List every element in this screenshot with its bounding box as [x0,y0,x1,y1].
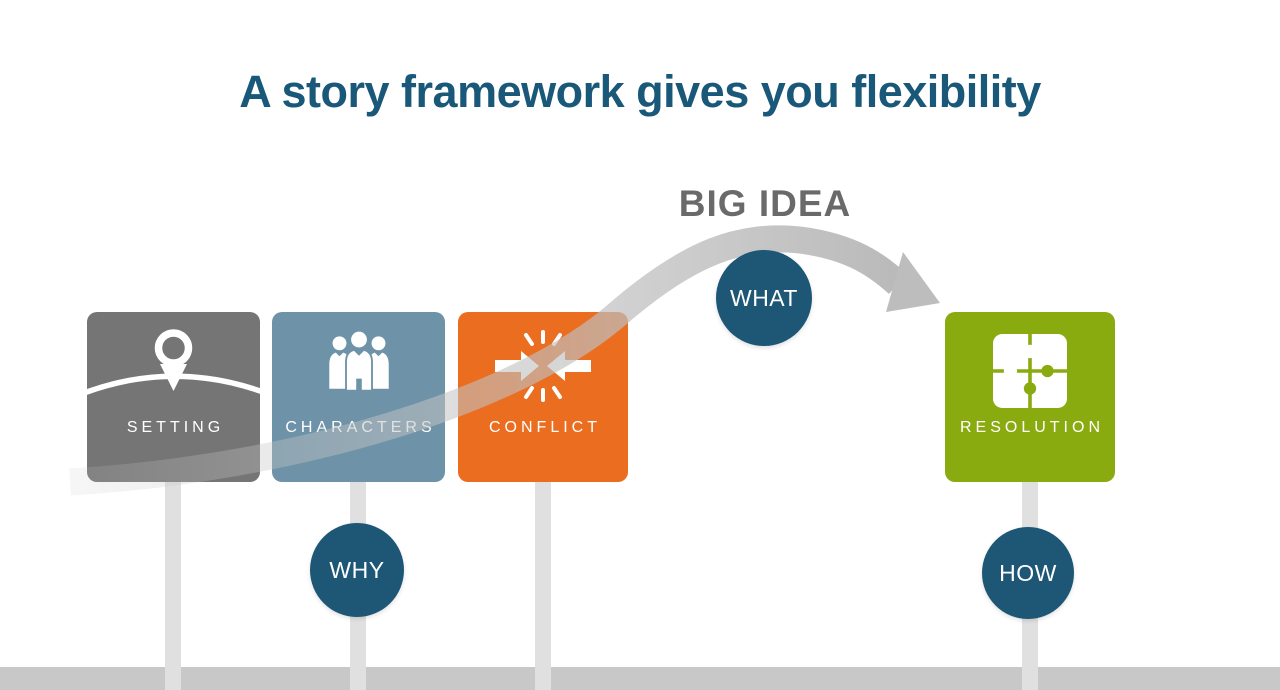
bubble-how: HOW [982,527,1074,619]
puzzle-icon [993,334,1067,408]
signpost-conflict [535,479,551,690]
box-label-setting: SETTING [126,419,225,436]
big-idea-label: BIG IDEA [678,183,852,224]
bubble-what-label: WHAT [729,284,798,311]
bubble-what: WHAT [716,250,812,346]
framework-box-resolution: RESOLUTION [945,312,1115,482]
bubble-why-label: WHY [329,556,385,583]
framework-box-conflict: CONFLICT [458,312,628,482]
framework-box-setting: SETTING [87,312,260,482]
timeline-band [0,667,1280,690]
page-title: A story framework gives you flexibility [239,66,1041,118]
arrow-head [886,252,940,312]
box-label-conflict: CONFLICT [489,419,601,436]
bubble-how-label: HOW [999,559,1057,586]
framework-box-characters: CHARACTERS [272,312,445,482]
map-pin-icon [87,329,260,395]
box-label-characters: CHARACTERS [285,419,436,436]
bubble-why: WHY [310,523,404,617]
people-icon [328,329,389,392]
colliding-arrows-icon [495,330,591,402]
box-label-resolution: RESOLUTION [959,419,1104,436]
signpost-setting [165,479,181,690]
